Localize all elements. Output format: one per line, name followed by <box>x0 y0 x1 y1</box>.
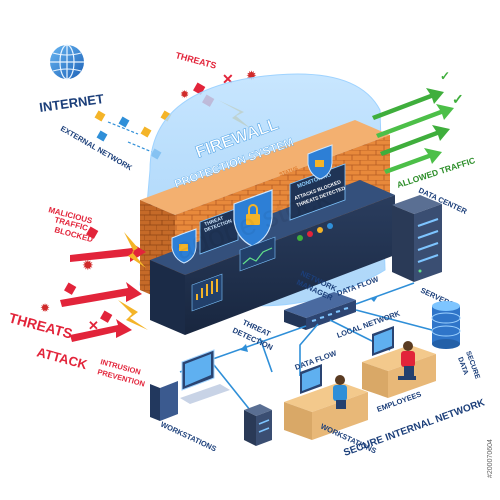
virus-icon: ✹ <box>246 68 257 83</box>
server-rack-small-icon <box>244 404 272 446</box>
workstation-computer-icon <box>150 349 230 421</box>
close-icon: ✕ <box>88 318 99 333</box>
attack-label: ATTACK <box>35 344 89 372</box>
external-network-label: EXTERNAL NETWORK <box>59 124 134 173</box>
line-chart-screen <box>239 236 276 272</box>
internet-label: INTERNET <box>38 91 105 115</box>
employee-desk-2 <box>362 326 436 398</box>
internet-globe-icon <box>50 44 84 80</box>
shield-lock-icon <box>171 228 197 264</box>
virus-icon: ✹ <box>82 257 94 273</box>
threats-top-label: THREATS <box>174 50 217 70</box>
server-rack-icon <box>392 195 442 282</box>
network-switch-icon <box>284 292 356 330</box>
stock-id: #200070604 <box>487 439 494 478</box>
allowed-traffic-label: ALLOWED TRAFFIC <box>396 155 477 190</box>
allowed-traffic-arrows: ✓ ✓ <box>372 69 464 174</box>
database-icon <box>431 301 461 349</box>
workstations-left-label: WORKSTATIONS <box>159 420 218 454</box>
close-icon: ✕ <box>222 71 234 87</box>
threat-detection-panel <box>199 207 239 255</box>
threat-arrows: ✹ ✹ ✕ <box>40 226 148 342</box>
employee-desk-1 <box>284 364 368 440</box>
virus-icon: ✹ <box>180 89 189 101</box>
shield-lock-icon <box>307 144 333 180</box>
check-icon: ✓ <box>440 69 450 83</box>
bar-chart-screen <box>191 273 223 312</box>
virus-icon: ✹ <box>40 301 50 315</box>
check-icon: ✓ <box>452 91 464 107</box>
control-buttons <box>297 223 333 241</box>
